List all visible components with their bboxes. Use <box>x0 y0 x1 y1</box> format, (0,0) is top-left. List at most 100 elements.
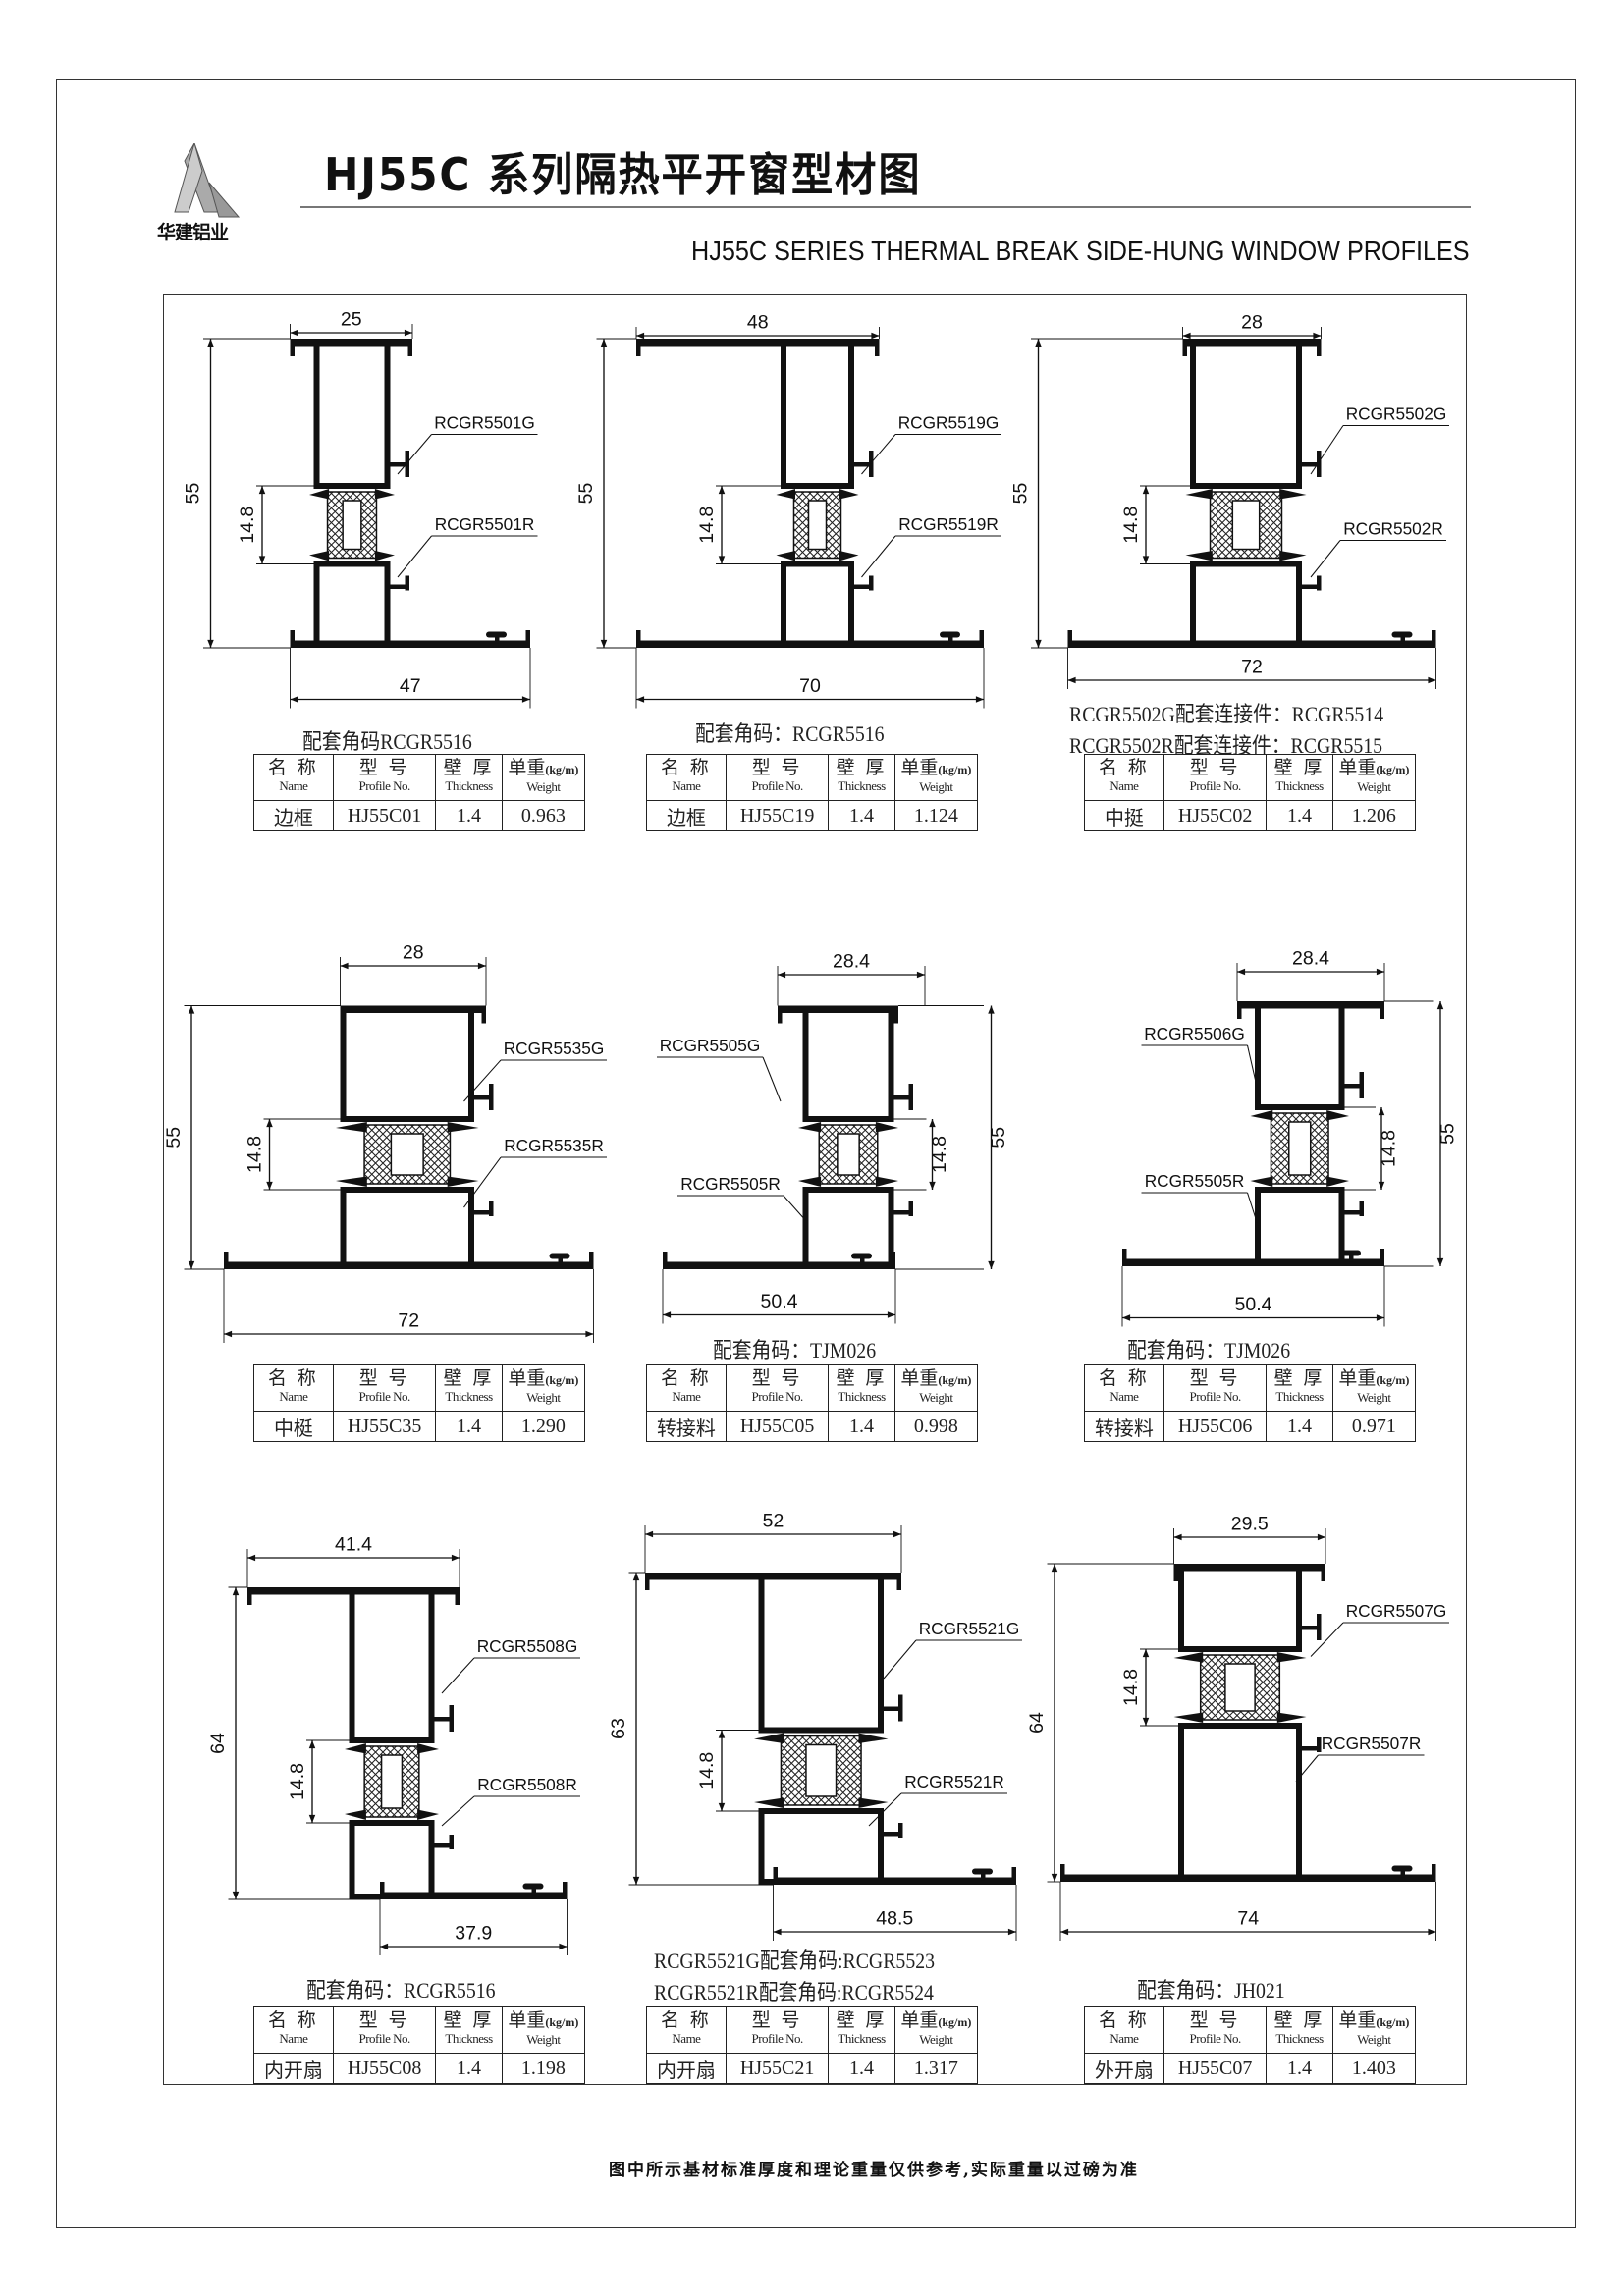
profile-drawing-HJ55C07 <box>1047 1528 1449 1942</box>
profile-name: 转接料 <box>1084 1411 1164 1442</box>
dimension-break-height: 14.8 <box>237 507 258 544</box>
profile-number: HJ55C02 <box>1163 800 1268 831</box>
part-label-room-side: RCGR5505R <box>1145 1171 1245 1191</box>
profile-name: 外开扇 <box>1084 2053 1164 2084</box>
profile-drawing-HJ55C08 <box>228 1549 580 1956</box>
part-label-outdoor-side: RCGR5502G <box>1346 404 1447 424</box>
profile-name: 中挺 <box>1084 800 1164 831</box>
lower-chamber <box>313 561 391 649</box>
page-subtitle: HJ55C SERIES THERMAL BREAK SIDE-HUNG WIN… <box>691 236 1470 266</box>
upper-chamber <box>340 1005 474 1123</box>
spec-value-row: 转接料 HJ55C06 1.4 0.971 <box>1084 1411 1417 1442</box>
page-border <box>56 79 1576 2228</box>
part-label-room-side: RCGR5505R <box>680 1174 781 1194</box>
dimension-break-height: 14.8 <box>244 1136 266 1173</box>
part-label-room-side: RCGR5507R <box>1322 1734 1422 1753</box>
profile-name: 边框 <box>646 800 727 831</box>
spec-value-row: 边框 HJ55C19 1.4 1.124 <box>646 800 979 831</box>
matching-accessory-note: RCGR5502G配套连接件：RCGR5514 <box>1069 702 1384 726</box>
part-label-room-side: RCGR5535R <box>504 1136 604 1155</box>
part-label-outdoor-side: RCGR5535G <box>504 1039 605 1058</box>
spec-value-row: 内开扇 HJ55C21 1.4 1.317 <box>646 2053 979 2084</box>
dimension-height: 64 <box>1026 1712 1048 1734</box>
base-flange <box>773 1877 1016 1886</box>
upper-chamber <box>1178 1564 1302 1653</box>
part-label-room-side: RCGR5501R <box>435 514 535 534</box>
profile-name: 边框 <box>253 800 334 831</box>
base-flange <box>1122 1258 1384 1267</box>
header-weight: 单重(kg/m)Weight <box>501 2006 586 2054</box>
dimension-break-height: 14.8 <box>696 1752 718 1789</box>
spec-value-row: 转接料 HJ55C05 1.4 0.998 <box>646 1411 979 1442</box>
header-weight: 单重(kg/m)Weight <box>893 754 979 801</box>
dimension-top-width: 28.4 <box>833 951 870 973</box>
dimension-top-width: 28 <box>1241 312 1263 334</box>
unit-weight: 1.198 <box>501 2053 586 2084</box>
dimension-height: 55 <box>988 1127 1009 1148</box>
base-flange <box>1060 1874 1436 1883</box>
header-weight: 单重(kg/m)Weight <box>1331 754 1417 801</box>
base-flange <box>636 640 984 649</box>
dimension-break-height: 14.8 <box>1120 507 1142 544</box>
unit-weight: 1.206 <box>1331 800 1417 831</box>
matching-accessory-note: 配套角码RCGR5516 <box>302 729 472 754</box>
lower-chamber <box>340 1187 474 1270</box>
dimension-top-width: 52 <box>763 1511 784 1532</box>
base-flange <box>224 1261 594 1270</box>
profile-name: 内开扇 <box>253 2053 334 2084</box>
matching-accessory-note: 配套角码：TJM026 <box>1127 1338 1291 1362</box>
dimension-height: 55 <box>575 483 597 505</box>
dimension-top-width: 28 <box>403 942 424 964</box>
spec-value-row: 内开扇 HJ55C08 1.4 1.198 <box>253 2053 586 2084</box>
profile-name: 转接料 <box>646 1411 727 1442</box>
part-label-outdoor-side: RCGR5508G <box>477 1636 578 1656</box>
dimension-height: 55 <box>163 1127 185 1148</box>
part-label-outdoor-side: RCGR5506G <box>1144 1024 1245 1043</box>
part-label-outdoor-side: RCGR5501G <box>434 413 535 433</box>
spec-value-row: 边框 HJ55C01 1.4 0.963 <box>253 800 586 831</box>
profile-number: HJ55C19 <box>725 800 830 831</box>
part-label-room-side: RCGR5502R <box>1343 519 1443 539</box>
dimension-height: 55 <box>1437 1123 1459 1145</box>
wall-thickness: 1.4 <box>828 800 895 831</box>
dimension-top-width: 28.4 <box>1292 948 1329 970</box>
wall-thickness: 1.4 <box>1266 800 1333 831</box>
profile-number: HJ55C05 <box>725 1411 830 1442</box>
unit-weight: 0.963 <box>501 800 586 831</box>
dimension-break-height: 14.8 <box>1379 1130 1400 1167</box>
profile-number: HJ55C07 <box>1163 2053 1268 2084</box>
unit-weight: 1.403 <box>1331 2053 1417 2084</box>
lower-chamber <box>781 561 854 649</box>
upper-chamber <box>781 339 854 490</box>
lower-chamber <box>1178 1723 1302 1883</box>
dimension-bottom-width: 47 <box>400 675 421 697</box>
profile-drawing-HJ55C06 <box>1121 963 1444 1327</box>
dimension-bottom-width: 72 <box>1241 657 1263 678</box>
dimension-bottom-width: 48.5 <box>876 1908 913 1930</box>
part-label-outdoor-side: RCGR5521G <box>919 1619 1020 1638</box>
